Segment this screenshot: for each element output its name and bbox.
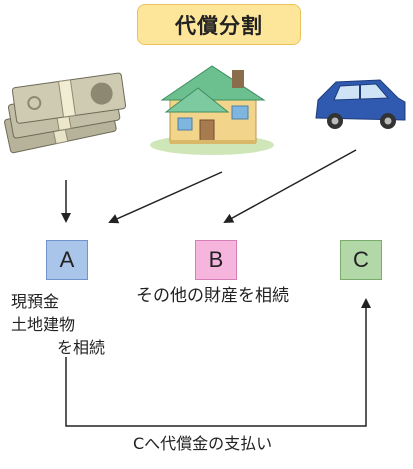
heir-c-box: C	[340, 240, 382, 280]
arrow-payment-a-to-c	[65, 298, 371, 427]
arrow-car-to-b	[223, 149, 357, 223]
arrow-house-to-a	[108, 171, 223, 224]
cash-bundle-icon	[4, 72, 127, 154]
a-inheritance-line-3: を相続	[57, 338, 106, 357]
house-icon	[150, 65, 274, 155]
a-inheritance-line-2: 土地建物	[11, 315, 76, 334]
heir-a-box: A	[46, 240, 88, 280]
b-inheritance-note: その他の財産を相続	[136, 286, 289, 306]
payment-label: Cへ代償金の支払い	[133, 434, 273, 453]
diagram-title: 代償分割	[137, 4, 301, 45]
a-inheritance-line-1: 現預金	[11, 292, 60, 311]
heir-b-box: B	[195, 240, 237, 280]
car-icon	[315, 79, 406, 129]
